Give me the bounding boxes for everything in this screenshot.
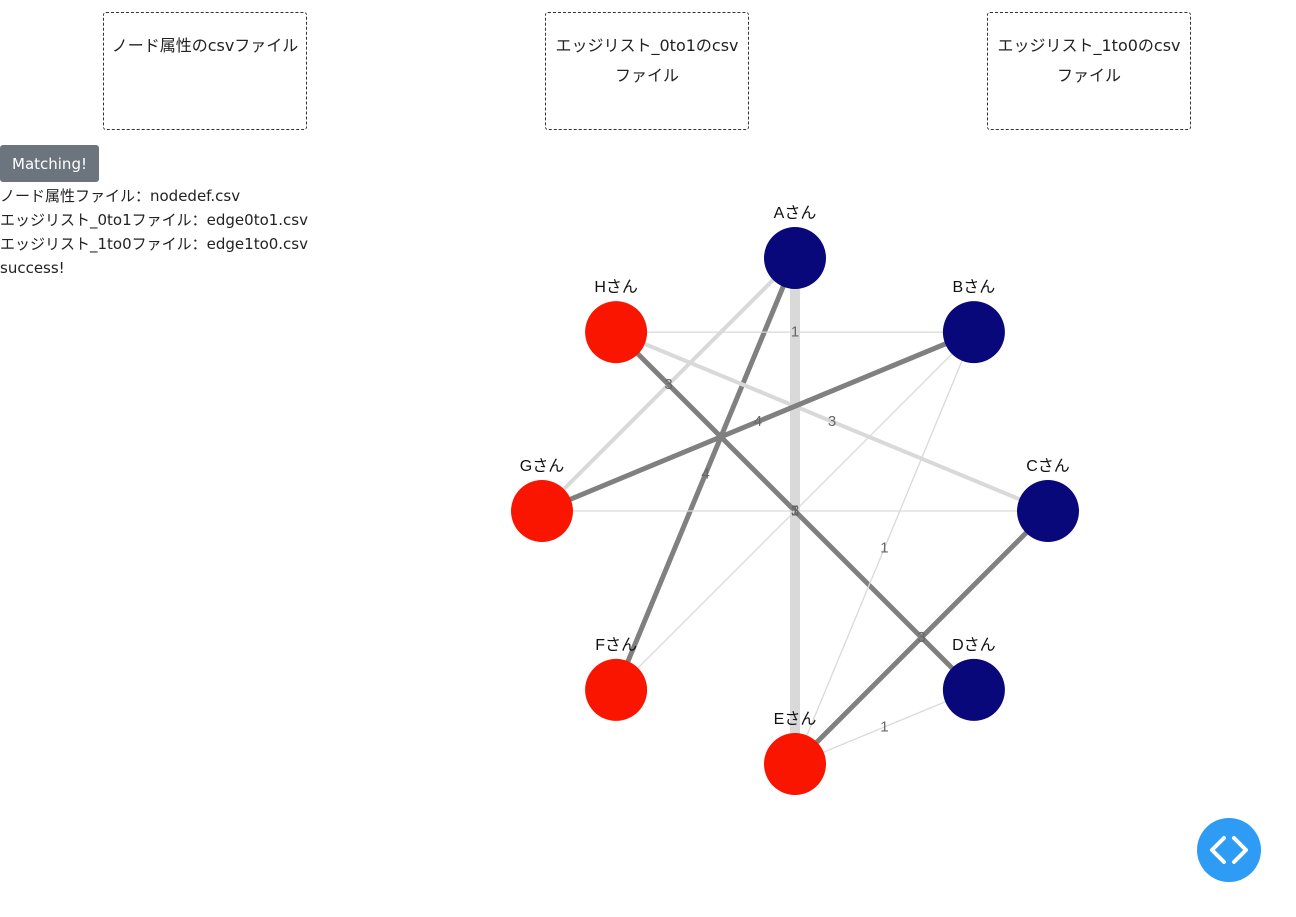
node-label: Aさん <box>774 204 817 222</box>
edge-weight-label: 3 <box>791 503 799 520</box>
node-label: Gさん <box>520 457 564 475</box>
node-E[interactable] <box>764 733 826 795</box>
node-label: Dさん <box>952 636 996 654</box>
edge-A-F <box>613 257 798 691</box>
node-F[interactable] <box>585 658 648 721</box>
edge-B-E <box>794 331 975 765</box>
node-G[interactable] <box>511 480 573 542</box>
matching-button[interactable]: Matching! <box>0 145 99 182</box>
edge-weight-label: 1 <box>791 503 799 520</box>
node-D[interactable] <box>942 658 1005 721</box>
edge-C-E <box>793 509 1050 766</box>
edge-G-B <box>541 329 975 514</box>
edge-weight-label: 5 <box>791 503 799 520</box>
code-toggle-button[interactable] <box>1197 818 1261 882</box>
edgelist-1to0-dropzone[interactable]: エッジリスト_1to0のcsvファイル <box>987 12 1191 130</box>
dropzone-label: エッジリスト_0to1のcsvファイル <box>555 36 739 85</box>
node-file-status: ノード属性ファイル：nodedef.csv <box>0 187 241 205</box>
node-label: Hさん <box>594 278 638 296</box>
edge0to1-file-status: エッジリスト_0to1ファイル：edge0to1.csv <box>0 211 308 229</box>
code-icon <box>1210 836 1248 864</box>
node-attr-dropzone[interactable]: ノード属性のcsvファイル <box>103 12 307 130</box>
result-status: success! <box>0 259 65 277</box>
dropzone-label: エッジリスト_1to0のcsvファイル <box>997 36 1181 85</box>
edge-weight-label: 1 <box>880 718 888 735</box>
edge-weight-label: 4 <box>754 413 762 430</box>
edge-weight-label: 1 <box>880 540 888 557</box>
edge-weight-label: 3 <box>664 376 672 393</box>
edge-weight-label: 1 <box>791 324 799 341</box>
edge-E-D <box>794 689 975 765</box>
node-C[interactable] <box>1017 480 1079 542</box>
node-H[interactable] <box>585 301 648 364</box>
edge-weight-label: 1 <box>791 503 799 520</box>
edges-layer <box>540 256 1050 766</box>
node-label: Fさん <box>595 636 637 654</box>
edgelist-0to1-dropzone[interactable]: エッジリスト_0to1のcsvファイル <box>545 12 749 130</box>
edge-B-F <box>615 331 975 691</box>
edge-weight-label: 4 <box>701 465 709 482</box>
edge-H-C <box>615 330 1049 513</box>
node-label: Bさん <box>953 278 996 296</box>
edge-weight-label: 3 <box>828 413 836 430</box>
node-label: Eさん <box>774 710 817 728</box>
node-B[interactable] <box>942 301 1005 364</box>
dropzone-label: ノード属性のcsvファイル <box>111 36 299 55</box>
node-label: Cさん <box>1026 457 1070 475</box>
node-A[interactable] <box>764 227 826 289</box>
status-panel: ノード属性ファイル：nodedef.csv エッジリスト_0to1ファイル：ed… <box>0 184 308 280</box>
nodes-layer: Aさん Bさん Cさん Dさん Eさん Fさん Gさん Hさん <box>511 204 1079 795</box>
edge-weight-label: 3 <box>917 629 925 646</box>
edge1to0-file-status: エッジリスト_1to0ファイル：edge1to0.csv <box>0 235 308 253</box>
